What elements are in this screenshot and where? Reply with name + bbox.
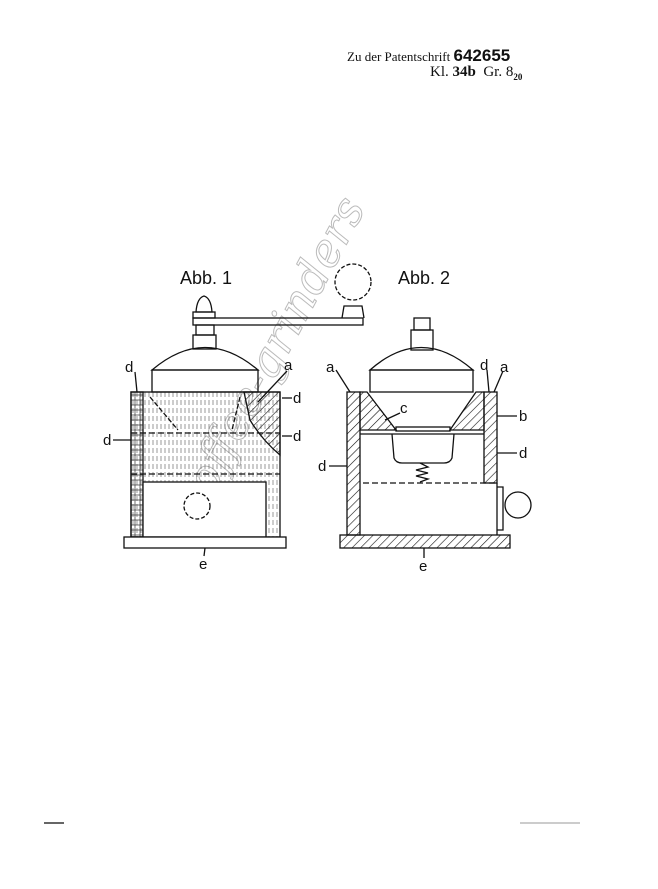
- label-c: c: [400, 400, 408, 417]
- label-d: d: [293, 390, 301, 407]
- label-b: b: [519, 408, 527, 425]
- label-d: d: [125, 359, 133, 376]
- figure-1-title: Abb. 1: [180, 268, 232, 288]
- crank-nut: [195, 295, 213, 313]
- label-e: e: [419, 558, 427, 575]
- hopper-dome: [368, 346, 475, 371]
- header-prefix: Zu der Patentschrift: [347, 49, 451, 64]
- label-d: d: [293, 428, 301, 445]
- crank-arm: [192, 317, 364, 326]
- cone-right: [448, 391, 485, 431]
- label-a: a: [500, 359, 509, 376]
- figure-2: Abb. 2 a d a c b d: [318, 268, 532, 575]
- drawer-knob: [183, 492, 211, 520]
- drawer: [142, 481, 267, 538]
- cone-left: [359, 391, 398, 431]
- burr-cup: [391, 433, 455, 464]
- patent-header-line1: Zu der Patentschrift 642655: [347, 46, 510, 66]
- label-a: a: [326, 359, 335, 376]
- label-d: d: [480, 357, 488, 374]
- label-d: d: [519, 445, 527, 462]
- drawer-knob: [504, 491, 532, 519]
- group-sub: 20: [513, 72, 523, 82]
- class-value: 34b: [452, 64, 476, 80]
- base-plate: [123, 536, 287, 549]
- patent-number: 642655: [453, 46, 511, 65]
- left-wall: [346, 391, 361, 536]
- figure-2-title: Abb. 2: [398, 268, 450, 288]
- figure-1: Abb. 1 d a d d d: [103, 263, 372, 573]
- patent-header-line2: Kl. 34b Gr. 820: [430, 64, 522, 82]
- hopper-dome: [150, 346, 260, 371]
- shaft: [413, 317, 431, 331]
- label-e: e: [199, 556, 207, 573]
- right-wall: [483, 391, 498, 484]
- group-value: 8: [505, 64, 514, 80]
- label-d: d: [318, 458, 326, 475]
- crank-knob: [334, 263, 372, 301]
- group-label: Gr.: [483, 64, 503, 80]
- base-plate: [339, 534, 511, 549]
- label-d: d: [103, 432, 111, 449]
- label-a: a: [284, 357, 293, 374]
- class-label: Kl.: [430, 64, 449, 80]
